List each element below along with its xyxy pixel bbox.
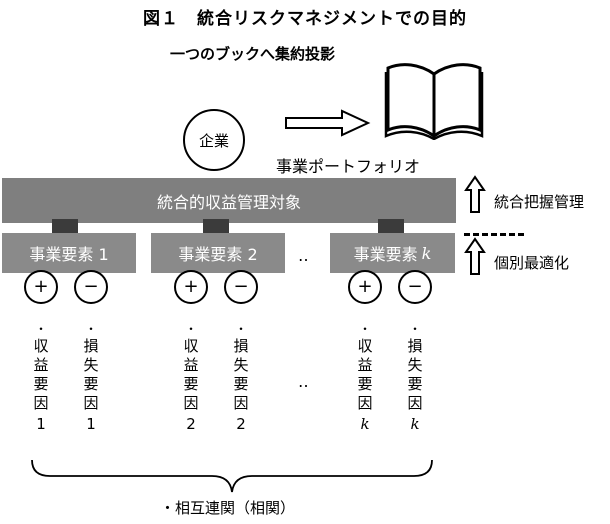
connector [378, 219, 404, 233]
minus-icon: − [74, 270, 108, 304]
target-label: 統合的収益管理対象 [156, 192, 301, 212]
up-arrow-icon [464, 175, 486, 213]
ellipsis: ‥ [298, 372, 311, 391]
plus-icon: + [24, 270, 58, 304]
correlation-label: ・相互連関（相関） [160, 499, 296, 517]
portfolio-label: 事業ポートフォリオ [276, 157, 421, 176]
loss-factor-1: ・ 損 失 要 因 1 [83, 322, 99, 433]
revenue-factor-k: ・ 収 益 要 因 k [357, 322, 373, 433]
revenue-factor-2: ・ 収 益 要 因 2 [183, 322, 199, 433]
open-book-icon [384, 63, 484, 140]
business-element-2: 事業要素 2 [151, 233, 285, 273]
figure-title: 図１ 統合リスクマネジメントでの目的 [143, 9, 467, 29]
element-label: 事業要素 2 [178, 245, 258, 264]
integrated-management-label: 統合把握管理 [494, 193, 585, 211]
connector [203, 219, 229, 233]
revenue-factor-1: ・ 収 益 要 因 1 [33, 322, 49, 433]
level-divider [464, 233, 524, 236]
book-caption: 一つのブックへ集約投影 [170, 45, 336, 63]
element-label: 事業要素 [353, 245, 418, 264]
element-label: 事業要素 1 [29, 245, 109, 264]
individual-optimization-label: 個別最適化 [494, 254, 570, 272]
connector [52, 219, 78, 233]
company-node: 企業 [183, 109, 245, 171]
element-index: k [421, 243, 432, 263]
minus-icon: − [398, 270, 432, 304]
loss-factor-2: ・ 損 失 要 因 2 [233, 322, 249, 433]
business-element-1: 事業要素 1 [2, 233, 136, 273]
ellipsis: ‥ [298, 246, 311, 265]
company-label: 企業 [198, 131, 229, 150]
loss-factor-k: ・ 損 失 要 因 k [407, 322, 423, 433]
correlation-brace [31, 459, 433, 493]
plus-icon: + [174, 270, 208, 304]
integrated-target-bar: 統合的収益管理対象 [2, 178, 456, 223]
minus-icon: − [224, 270, 258, 304]
up-arrow-icon [464, 237, 486, 275]
projection-arrow-icon [285, 109, 371, 137]
plus-icon: + [348, 270, 382, 304]
business-element-k: 事業要素 k [330, 233, 455, 273]
